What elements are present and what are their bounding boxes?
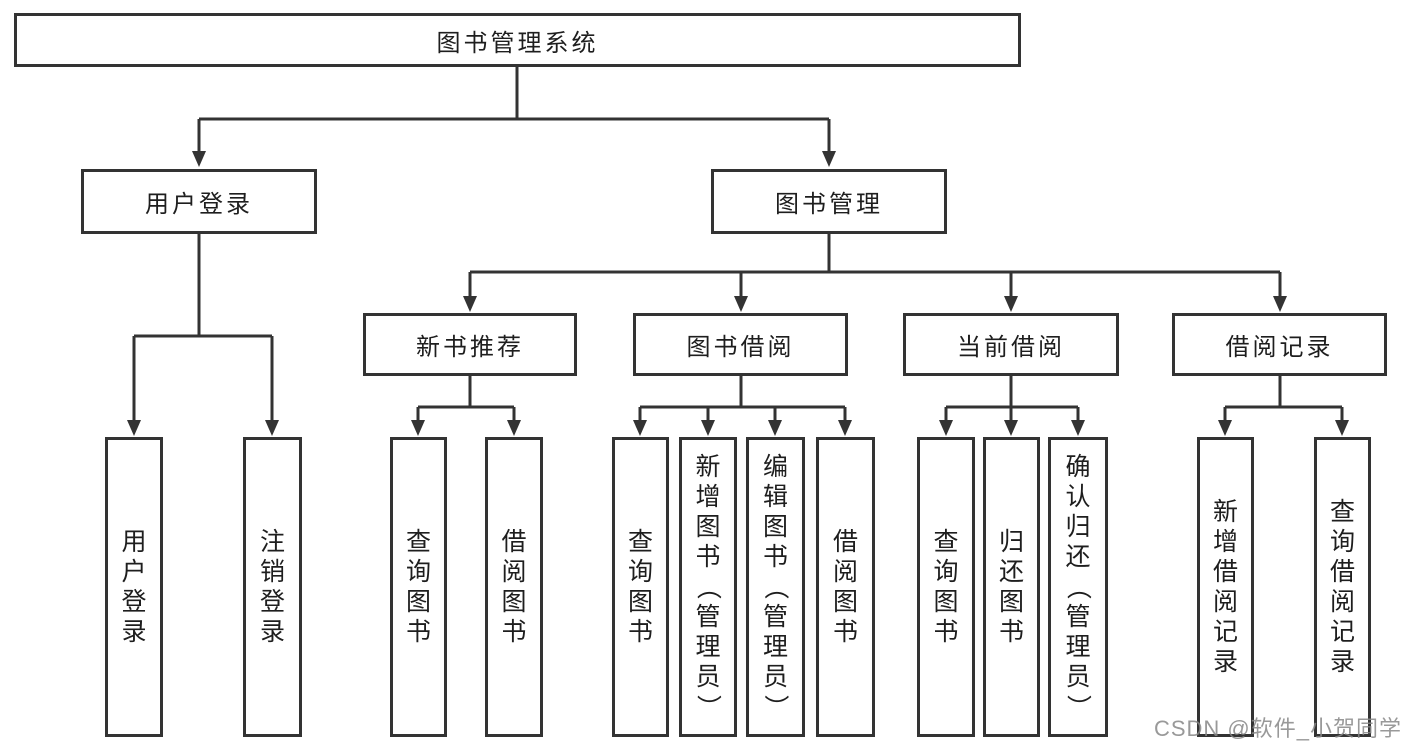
node-borrow-record: 借阅记录 (1172, 313, 1387, 376)
leaf-borrow-borrow-book: 借阅图书 (816, 437, 875, 737)
leaf-current-query-book: 查询图书 (917, 437, 975, 737)
watermark: CSDN @软件_小贺同学 (1153, 716, 1402, 741)
node-new-book-recommend: 新书推荐 (363, 313, 577, 376)
node-book-management-system: 图书管理系统 (14, 13, 1021, 67)
node-user-login: 用户登录 (81, 169, 317, 234)
leaf-borrow-query-book: 查询图书 (612, 437, 669, 737)
leaf-record-query-record: 查询借阅记录 (1314, 437, 1371, 737)
leaf-borrow-edit-book-admin: 编辑图书（管理员） (746, 437, 805, 737)
leaf-current-confirm-return-admin: 确认归还（管理员） (1048, 437, 1108, 737)
leaf-user-login: 用户登录 (105, 437, 163, 737)
leaf-logout: 注销登录 (243, 437, 302, 737)
node-current-borrow: 当前借阅 (903, 313, 1119, 376)
leaf-record-add-record: 新增借阅记录 (1197, 437, 1254, 737)
node-book-borrow: 图书借阅 (633, 313, 848, 376)
leaf-recommend-borrow-book: 借阅图书 (485, 437, 543, 737)
node-book-management: 图书管理 (711, 169, 947, 234)
leaf-borrow-add-book-admin: 新增图书（管理员） (679, 437, 737, 737)
leaf-current-return-book: 归还图书 (983, 437, 1040, 737)
leaf-recommend-query-book: 查询图书 (390, 437, 447, 737)
connector-paths (132, 67, 1344, 424)
